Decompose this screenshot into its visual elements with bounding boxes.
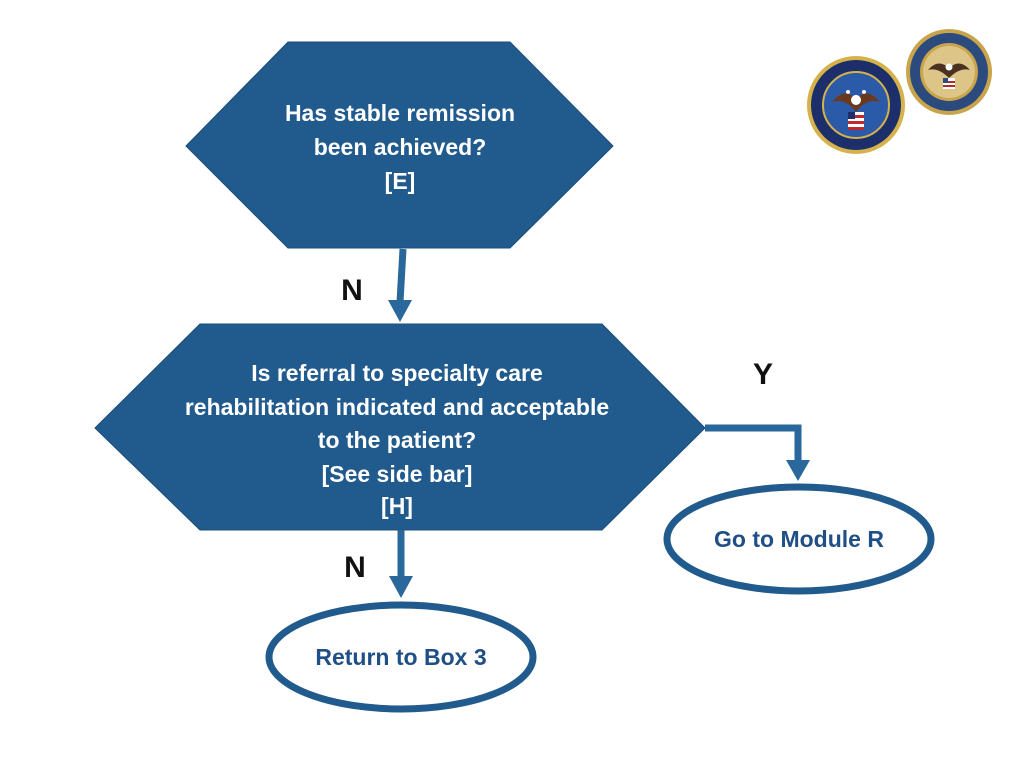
terminal-return-to-box-3[interactable] [265,601,537,713]
terminal-go-to-module-r-label: Go to Module R [714,526,884,552]
label-no-1: N [341,274,363,307]
connector-decision-2-to-return-box-3 [389,530,413,598]
connector-decision-1-to-decision-2 [388,248,412,322]
decision-2-line-1: Is referral to specialty care [251,360,543,386]
decision-2-line-4: [See side bar] [322,461,473,487]
terminal-return-to-box-3-label: Return to Box 3 [315,644,486,670]
decision-box-stable-remission [185,41,614,249]
va-seal-logo [807,56,905,154]
dod-seal-logo [906,29,992,115]
decision-2-line-2: rehabilitation indicated and acceptable [185,394,609,420]
decision-2-line-3: to the patient? [318,427,476,453]
label-no-2: N [344,551,366,584]
decision-1-line-1: Has stable remission [285,100,515,126]
decision-1-line-3: [E] [385,168,416,194]
label-yes: Y [753,358,773,391]
decision-1-line-2: been achieved? [314,134,487,160]
terminal-go-to-module-r[interactable] [663,483,935,595]
connector-decision-2-to-module-r [705,424,810,481]
decision-2-line-5: [H] [381,493,413,519]
